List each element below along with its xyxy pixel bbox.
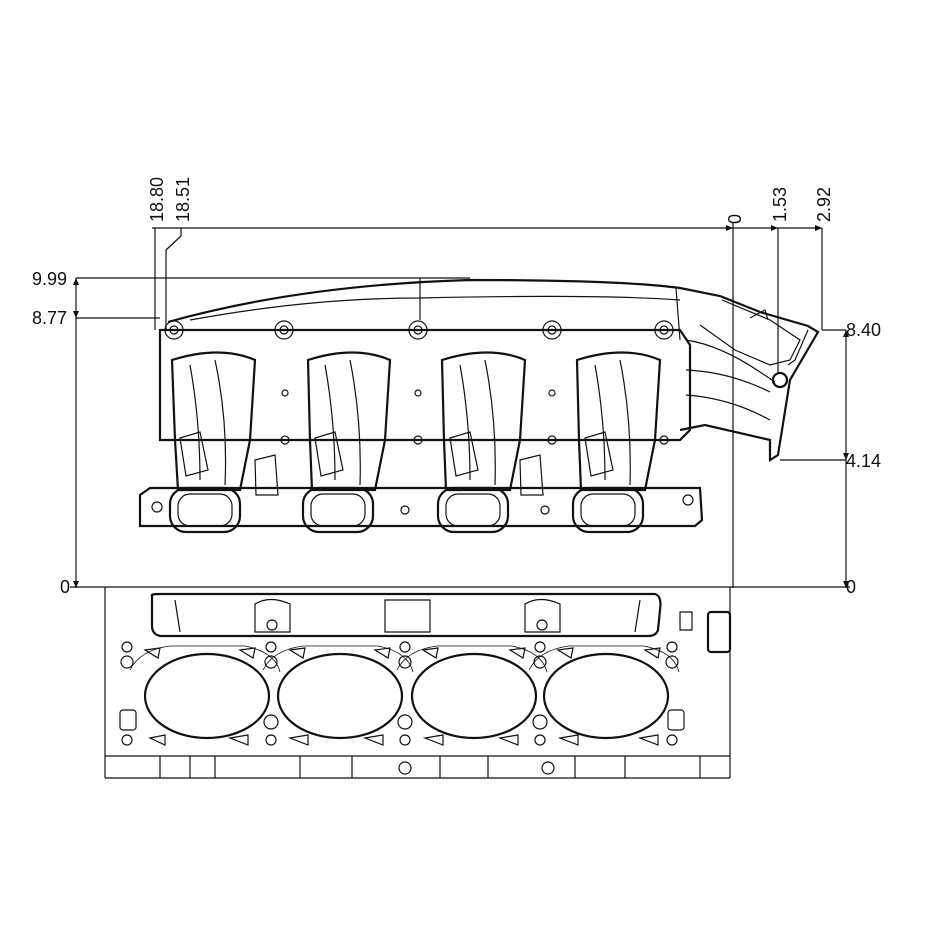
combustion-chambers (129, 645, 680, 740)
injector-bosses (179, 431, 614, 496)
coolant-slots (143, 647, 661, 746)
dim-label-18-51: 18.51 (173, 177, 193, 222)
intake-runners (170, 351, 662, 492)
dimension-labels: 18.80 18.51 0 1.53 2.92 9.99 8.77 0 8.40… (32, 177, 881, 597)
dim-label-8-77: 8.77 (32, 308, 67, 328)
dim-label-18-80: 18.80 (147, 177, 167, 222)
dim-label-1-53: 1.53 (770, 187, 790, 222)
head-bolt-holes (120, 641, 679, 746)
lower-ports (159, 756, 701, 778)
cylinder-head (104, 587, 732, 779)
dim-label-4-14: 4.14 (846, 451, 881, 471)
dim-label-2-92: 2.92 (814, 187, 834, 222)
dim-label-9-99: 9.99 (32, 269, 67, 289)
dim-label-8-40: 8.40 (846, 320, 881, 340)
dimension-lines (70, 222, 850, 588)
mid-bolt-holes (280, 389, 669, 445)
dim-label-v-0-left: 0 (60, 577, 70, 597)
dim-label-v-0-right: 0 (846, 577, 856, 597)
dim-label-h-0: 0 (725, 214, 745, 224)
top-bolt-bosses (164, 320, 674, 340)
intake-manifold (138, 278, 820, 534)
port-openings (168, 486, 645, 534)
